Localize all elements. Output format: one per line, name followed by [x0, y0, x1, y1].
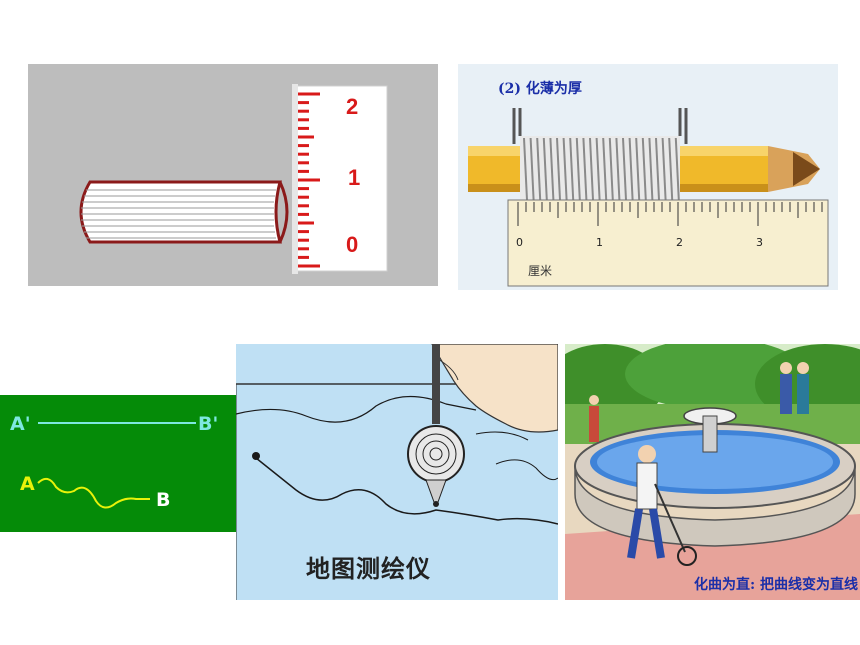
map-measure-illustration: [236, 344, 558, 600]
curve-vs-line-diagram: [37, 422, 196, 509]
map-measure-panel: 地图测绘仪: [236, 344, 558, 600]
coil-turn: [582, 137, 588, 201]
scale-label-2: 2: [346, 94, 359, 119]
coil-turn: [628, 137, 634, 201]
coil-turn: [595, 137, 601, 201]
coil-turn: [529, 137, 535, 201]
wire-coil-panel: (2) 化薄为厚 0 1 2 3 厘米: [458, 64, 838, 290]
scale-label-1: 1: [348, 165, 361, 190]
coil-turn: [615, 137, 621, 201]
coil-turn: [602, 137, 608, 201]
coil-turn: [589, 137, 594, 201]
coil-turn: [569, 137, 575, 201]
coil-turn: [575, 137, 581, 201]
coil-turn: [648, 137, 654, 201]
coil-turn: [549, 137, 555, 201]
coil-turn: [542, 137, 548, 201]
fountain-illustration: [565, 344, 860, 600]
coil-turn: [608, 137, 614, 201]
ruler-label-2: 2: [676, 236, 683, 249]
ruler-label-1: 1: [596, 236, 603, 249]
book-ruler-panel: 2 1 0: [28, 64, 438, 286]
coil-caption: (2) 化薄为厚: [498, 81, 582, 97]
curve-line-ab: [37, 477, 150, 509]
ruler-label-3: 3: [756, 236, 763, 249]
ruler-unit: 厘米: [528, 264, 553, 278]
coil-turn: [668, 137, 674, 201]
coil-turn: [562, 137, 568, 201]
wire-coil-illustration: [468, 108, 829, 287]
coil-turn: [635, 137, 641, 201]
coil-turn: [655, 137, 660, 201]
coil-turn: [641, 137, 647, 201]
label-a: A: [20, 473, 35, 495]
coil-turn: [674, 137, 680, 201]
coil-turn: [622, 137, 627, 201]
fountain-caption: 化曲为直: 把曲线变为直线: [693, 577, 858, 593]
map-measure-caption: 地图测绘仪: [306, 554, 431, 583]
label-b: B: [156, 489, 171, 511]
scale-label-0: 0: [346, 232, 359, 257]
curve-vs-line-panel: A' B' A B: [0, 395, 236, 532]
fountain-panel: 化曲为直: 把曲线变为直线: [565, 344, 860, 600]
coil-turn: [661, 137, 667, 201]
coil-turn: [523, 137, 528, 201]
book-ruler-illustration: [79, 84, 388, 274]
coil-turn: [536, 137, 542, 201]
label-a-prime: A': [10, 413, 31, 435]
coil-turn: [556, 137, 561, 201]
label-b-prime: B': [198, 413, 219, 435]
ruler-label-0: 0: [516, 236, 523, 249]
